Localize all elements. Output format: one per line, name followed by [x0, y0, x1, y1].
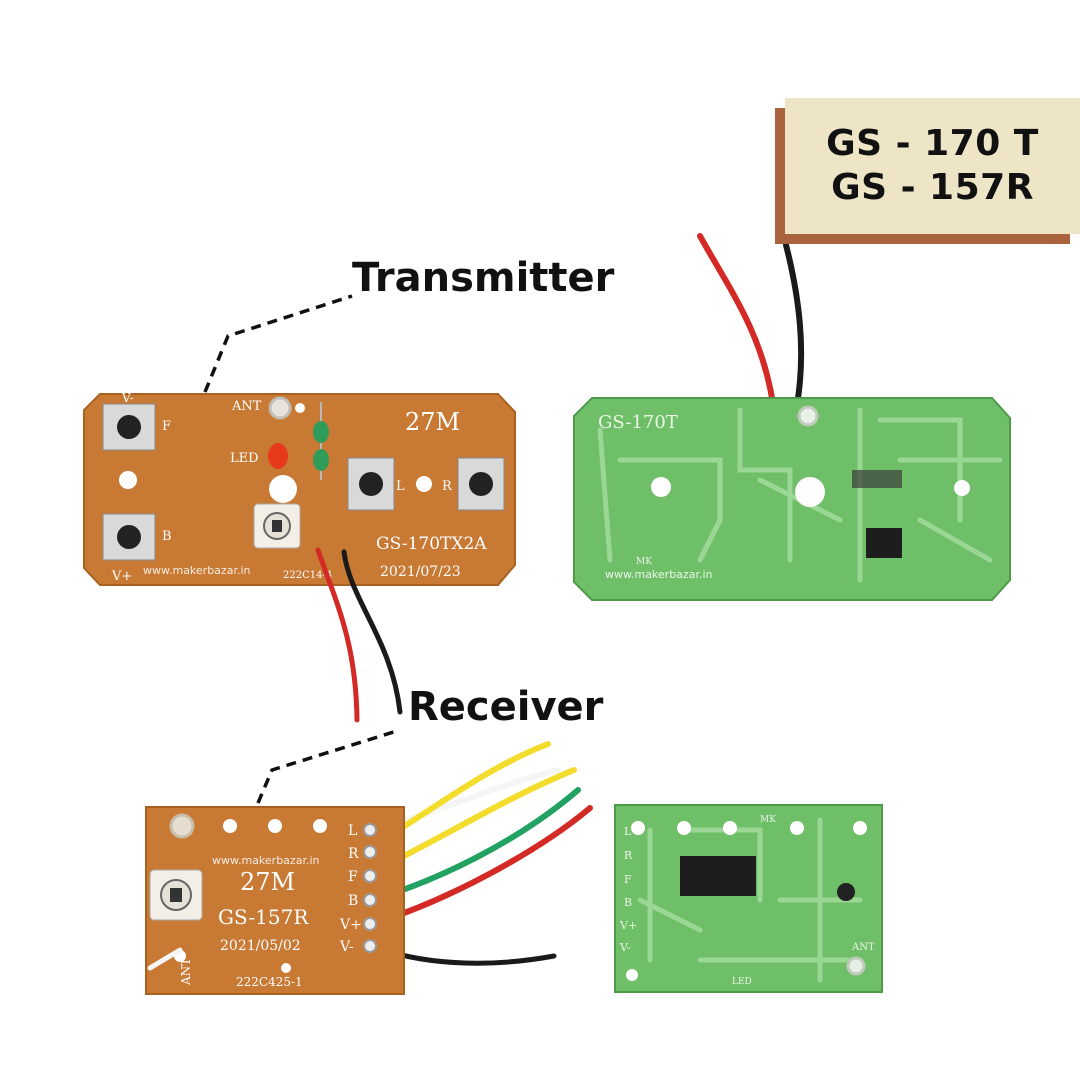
model-label-rx: GS - 157R — [831, 167, 1034, 208]
tx-inductor — [313, 402, 329, 480]
rx-back-ant-label: ANT — [851, 942, 875, 953]
tx-front-black-wire — [341, 549, 403, 715]
transmitter-front-board: ANT LED 27M GS-170TX2A 2021/07/23 222C14… — [83, 391, 516, 586]
tx-vminus-label: V- — [121, 391, 134, 405]
tx-button-r — [457, 457, 505, 511]
tx-code-label: 222C14-4 — [283, 570, 332, 581]
receiver-back-board: MK ANT LED L R F B V+ V- — [614, 804, 883, 993]
tx-back-mk-label: MK — [636, 557, 652, 567]
rx-antenna-wire — [147, 947, 183, 971]
rx-pin-vplus: V+ — [339, 917, 362, 933]
rx-back-led-label: LED — [732, 977, 752, 987]
tx-front-red-wire — [315, 547, 360, 723]
rx-back-pin-r: R — [624, 849, 633, 862]
rx-back-pin-vminus: V- — [619, 941, 631, 954]
tx-back-watermark: www.makerbazar.in — [605, 568, 713, 581]
rx-back-chip — [680, 856, 756, 896]
rx-date-label: 2021/05/02 — [220, 938, 301, 954]
tx-red-led — [268, 443, 288, 469]
tx-date-label: 2021/07/23 — [380, 564, 461, 580]
tx-button-b — [102, 513, 156, 561]
tx-front-watermark: www.makerbazar.in — [143, 564, 251, 577]
rx-ant-label: ANT — [179, 958, 193, 986]
tx-freq-label: 27M — [405, 408, 460, 436]
rx-back-pin-vplus: V+ — [619, 919, 637, 932]
rx-pin-f: F — [348, 869, 358, 885]
rx-pin-pads — [363, 823, 377, 953]
rx-pin-l: L — [348, 823, 357, 839]
tx-model-label: GS-170TX2A — [376, 534, 487, 554]
tx-button-f — [102, 403, 156, 451]
rx-trimmer-pot — [149, 869, 203, 921]
model-label-box: GS - 170 T GS - 157R — [785, 98, 1080, 234]
tx-button-l — [347, 457, 395, 511]
rx-back-pin-l: L — [624, 825, 632, 838]
tx-led-label: LED — [230, 451, 259, 466]
tx-f-label: F — [162, 419, 171, 434]
rx-front-watermark: www.makerbazar.in — [212, 854, 320, 867]
rx-pin-b: B — [348, 893, 358, 909]
transmitter-back-board: GS-170T MK www.makerbazar.in — [573, 397, 1011, 601]
rx-freq-label: 27M — [240, 868, 295, 896]
tx-ant-label: ANT — [231, 399, 262, 414]
tx-trimmer-pot — [253, 503, 301, 549]
rx-back-mk-label: MK — [760, 815, 776, 825]
tx-r-label: R — [442, 479, 453, 494]
receiver-front-board: L R F B V+ V- 27M GS-157R 2021/05/02 222… — [145, 806, 405, 995]
rx-model-label: GS-157R — [218, 905, 309, 929]
transmitter-leader-line — [203, 294, 353, 393]
tx-back-model-label: GS-170T — [598, 412, 678, 433]
tx-back-red-wire — [697, 233, 775, 401]
model-label-tx: GS - 170 T — [826, 123, 1039, 164]
tx-b-label: B — [162, 529, 172, 544]
transmitter-callout: Transmitter — [352, 255, 615, 301]
rx-pin-vminus: V- — [339, 939, 354, 955]
receiver-leader-line — [256, 728, 401, 804]
tx-back-chip — [866, 528, 902, 558]
tx-back-black-wire — [783, 242, 805, 401]
tx-l-label: L — [396, 479, 405, 494]
receiver-callout: Receiver — [408, 684, 604, 730]
rx-pin-r: R — [348, 846, 359, 862]
rx-code-label: 222C425-1 — [236, 975, 303, 989]
tx-vplus-label: V+ — [111, 569, 132, 584]
rx-back-pin-f: F — [624, 873, 632, 886]
rx-back-pin-b: B — [624, 896, 632, 909]
